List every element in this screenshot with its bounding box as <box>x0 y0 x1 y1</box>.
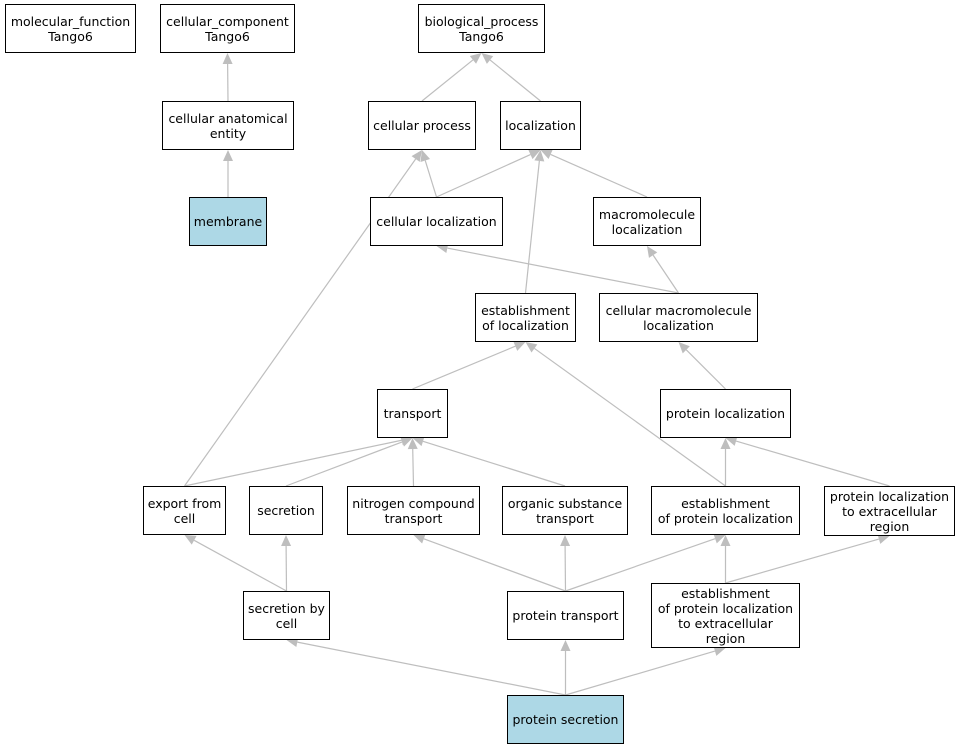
edge-arrowhead-ost-to-tr <box>412 436 425 447</box>
edge-ps-to-eplec <box>565 650 716 696</box>
edge-arrowhead-eol-to-loc <box>534 150 545 162</box>
node-cellular-macromolecule-localization[interactable]: cellular macromolecule localization <box>599 293 758 342</box>
node-establishment-of-localization[interactable]: establishment of localization <box>475 293 576 342</box>
node-secretion[interactable]: secretion <box>249 486 323 535</box>
node-protein-secretion[interactable]: protein secretion <box>507 695 624 744</box>
edge-arrowhead-pt-to-nct <box>413 534 426 544</box>
node-organic-substance-transport[interactable]: organic substance transport <box>502 486 628 535</box>
node-protein-transport[interactable]: protein transport <box>507 591 624 640</box>
node-membrane[interactable]: membrane <box>189 197 267 246</box>
edge-arrowhead-eplec-to-plec <box>877 534 890 544</box>
edge-plec-to-pl <box>735 440 890 487</box>
edge-sec-to-tr <box>285 441 403 487</box>
edge-cl-to-loc <box>436 153 531 198</box>
node-biological-process[interactable]: biological_process Tango6 <box>418 4 545 53</box>
edge-arrowhead-plec-to-pl <box>725 436 738 446</box>
edge-cml-to-ml <box>652 254 679 294</box>
edge-arrowhead-eplec-to-epl <box>720 535 731 546</box>
edge-loc-to-bp <box>489 59 541 102</box>
edge-cp-to-bp <box>421 59 474 102</box>
edge-arrowhead-epl-to-eol <box>525 342 538 353</box>
edge-arrowhead-cml-to-ml <box>647 246 658 258</box>
edge-arrowhead-epl-to-pl <box>720 438 731 449</box>
edge-arrowhead-pl-to-cml <box>678 342 690 354</box>
edge-epl-to-eol <box>534 347 726 487</box>
edge-arrowhead-cp-to-bp <box>469 53 482 64</box>
edge-arrowhead-cl-to-loc <box>528 149 541 160</box>
edge-arrowhead-sec-to-tr <box>400 437 413 447</box>
node-nitrogen-compound-transport[interactable]: nitrogen compound transport <box>347 486 480 535</box>
edge-arrowhead-sbc-to-sec <box>281 535 292 547</box>
edge-arrowhead-tr-to-eol <box>513 341 526 351</box>
edge-arrowhead-sbc-to-efc <box>184 535 197 545</box>
edge-arrowhead-mem-to-cae <box>223 150 233 161</box>
node-cellular-component[interactable]: cellular_component Tango6 <box>160 4 295 53</box>
edge-sbc-to-efc <box>193 539 287 592</box>
edge-ps-to-sbc <box>297 641 566 696</box>
node-macromolecule-localization[interactable]: macromolecule localization <box>593 197 701 246</box>
edge-ost-to-tr <box>422 440 566 487</box>
edge-arrowhead-cl-to-cp <box>420 150 431 162</box>
edge-cl-to-cp <box>424 160 438 198</box>
edge-eol-to-loc <box>524 160 540 294</box>
edge-arrowhead-loc-to-bp <box>481 53 494 64</box>
node-cellular-anatomical-entity[interactable]: cellular anatomical entity <box>162 101 294 150</box>
node-secretion-by-cell[interactable]: secretion by cell <box>243 591 330 640</box>
node-establishment-of-protein-localization[interactable]: establishment of protein localization <box>651 486 800 535</box>
edge-arrowhead-nct-to-tr <box>407 438 418 450</box>
node-export-from-cell[interactable]: export from cell <box>143 486 226 535</box>
node-protein-localization-to-extracellular-region[interactable]: protein localization to extracellular re… <box>824 486 955 536</box>
edge-pt-to-nct <box>423 538 566 592</box>
node-transport[interactable]: transport <box>377 389 448 438</box>
edge-arrowhead-ps-to-eplec <box>713 646 726 656</box>
node-establishment-of-protein-localization-to-extracellular-region[interactable]: establishment of protein localization to… <box>651 583 800 648</box>
edge-arrowhead-ps-to-pt <box>560 640 571 651</box>
edge-nct-to-tr <box>412 448 415 487</box>
node-cellular-process[interactable]: cellular process <box>368 101 476 150</box>
node-cellular-localization[interactable]: cellular localization <box>370 197 503 246</box>
edge-cml-to-cl <box>447 247 679 294</box>
edge-arrowhead-efc-to-cp <box>411 150 422 162</box>
edge-tr-to-eol <box>412 345 516 390</box>
edge-pt-to-epl <box>565 538 716 592</box>
edge-pl-to-cml <box>685 349 726 390</box>
edge-eplec-to-plec <box>725 538 880 584</box>
node-localization[interactable]: localization <box>500 101 581 150</box>
edge-arrowhead-pt-to-epl <box>713 533 726 544</box>
edge-arrowhead-cae-to-cc <box>222 53 233 65</box>
edge-arrowhead-ml-to-loc <box>540 149 553 160</box>
edge-efc-to-tr <box>184 439 402 487</box>
edge-arrowhead-pt-to-ost <box>560 535 571 547</box>
edge-ml-to-loc <box>550 153 648 198</box>
node-molecular-function[interactable]: molecular_function Tango6 <box>5 4 136 53</box>
node-protein-localization[interactable]: protein localization <box>660 389 791 438</box>
